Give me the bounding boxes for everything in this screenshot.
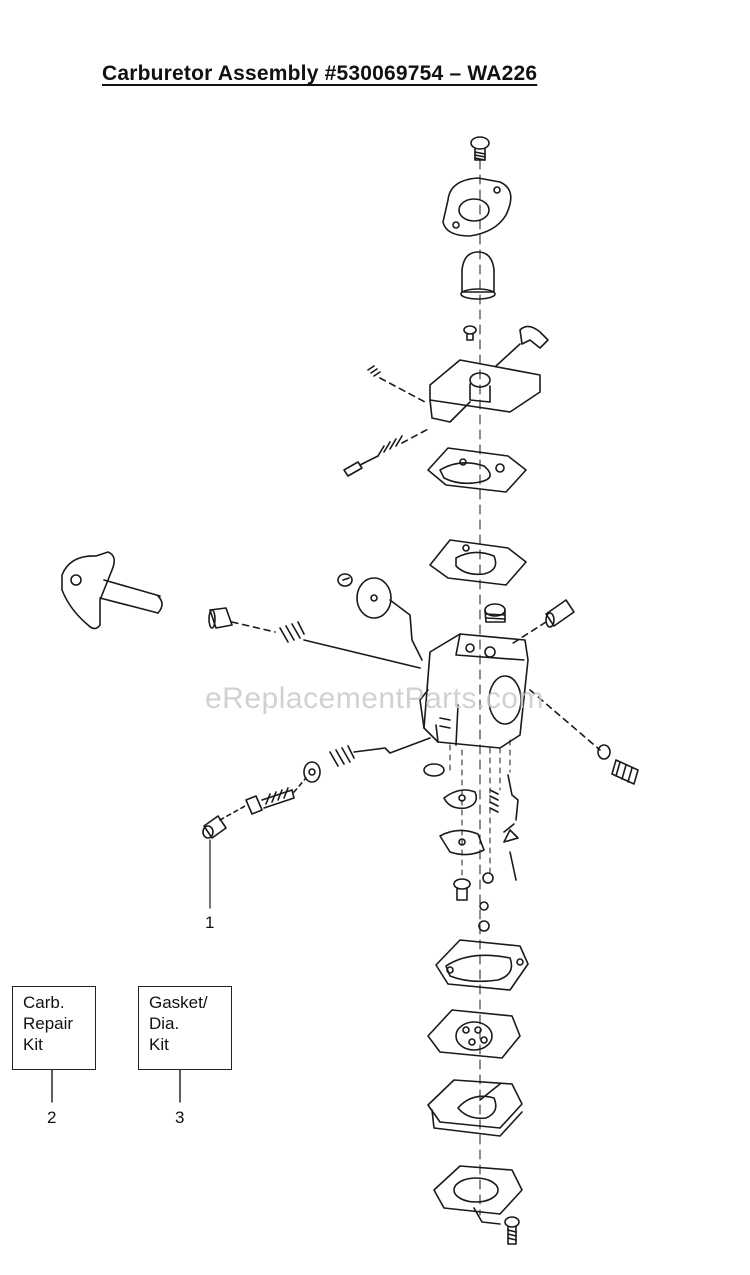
- callout-3-number: 3: [175, 1108, 185, 1127]
- kit-label-line: Dia.: [149, 1014, 180, 1033]
- choke-bushing: [510, 600, 574, 645]
- needle-spring-top: [485, 604, 505, 622]
- page-title: Carburetor Assembly #530069754 – WA226: [102, 62, 538, 85]
- throttle-plate: [357, 578, 422, 660]
- kit-label-line: Kit: [23, 1035, 43, 1054]
- throttle-spring: [280, 622, 420, 668]
- kit-label-line: Repair: [23, 1014, 74, 1033]
- kit-label-line: Gasket/: [149, 993, 208, 1012]
- filter-cover-plate: [443, 178, 511, 236]
- check-valve: [464, 326, 476, 340]
- adjust-screw-upper: [344, 428, 430, 476]
- right-axis-line: [530, 690, 600, 750]
- internal-axis-lines: [450, 740, 510, 880]
- pivot-pin: [479, 873, 493, 931]
- carb-repair-kit-box: Carb. Repair Kit: [12, 986, 96, 1070]
- bottom-screw: [505, 1217, 519, 1244]
- welch-plug: [424, 764, 444, 776]
- carburetor-body: [420, 634, 528, 748]
- washer: [304, 762, 320, 782]
- kit-label-line: Kit: [149, 1035, 169, 1054]
- callout-2-number: 2: [47, 1108, 57, 1127]
- limiter-cap-left: [203, 806, 245, 838]
- pump-gasket: [428, 448, 526, 492]
- kit-label-line: Carb.: [23, 993, 65, 1012]
- callout-1-number: 1: [205, 913, 215, 932]
- throttle-lever: [62, 552, 162, 629]
- metering-cover: [428, 1080, 522, 1136]
- elbow-fitting: [520, 326, 548, 348]
- mixture-needle: [246, 778, 306, 814]
- pump-cover-body: [430, 344, 540, 422]
- pump-diaphragm: [430, 540, 526, 585]
- metering-disc: [444, 790, 476, 808]
- lever-screw: [454, 879, 470, 900]
- shaft-bushing: [209, 608, 275, 632]
- adjust-spring-lower: [330, 738, 430, 766]
- metering-gasket: [436, 940, 528, 990]
- limiter-cap-right: [612, 760, 638, 784]
- gasket-dia-kit-box: Gasket/ Dia. Kit: [138, 986, 232, 1070]
- metering-diaphragm: [428, 1010, 520, 1058]
- bottom-cover: [434, 1166, 522, 1224]
- right-spring: [598, 745, 610, 759]
- watermark: eReplacementParts.com: [205, 682, 544, 715]
- idle-spring: [368, 366, 425, 402]
- plate-screw: [338, 574, 352, 586]
- primer-bulb: [461, 252, 495, 299]
- top-screw: [471, 137, 489, 160]
- inlet-needle-spring: [490, 775, 518, 880]
